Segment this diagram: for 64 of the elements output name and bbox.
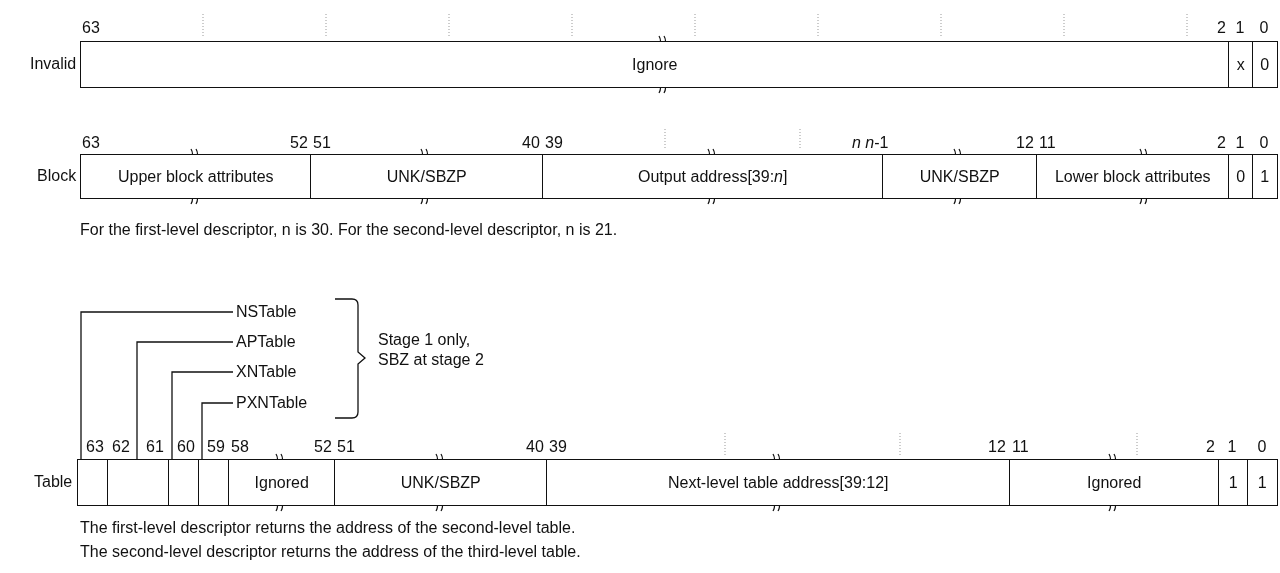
bit-field: 1 [1218, 459, 1249, 506]
bit-field: Next-level table address[39:12] [546, 459, 1011, 506]
bit-field: Ignored [228, 459, 336, 506]
note-text: The first-level descriptor returns the address of the second-level table. [80, 518, 576, 538]
bit-number: 51 [337, 437, 355, 457]
bit-field: UNK/SBZP [310, 154, 544, 199]
bit-number: 12 [988, 437, 1006, 457]
row-label: Block [37, 166, 77, 186]
bit-number: 52 [314, 437, 332, 457]
bit-field: Ignored [1009, 459, 1220, 506]
bit-number: 60 [177, 437, 195, 457]
bit-field: 0 [1252, 41, 1278, 88]
bit-field: Lower block attributes [1036, 154, 1230, 199]
bit-field: x [1228, 41, 1254, 88]
bit-number: 63 [86, 437, 104, 457]
row-label: Invalid [30, 54, 77, 74]
bit-number: 58 [231, 437, 249, 457]
bit-number: 12 [1016, 133, 1034, 153]
bit-number: 1 [1235, 133, 1245, 153]
bit-field: UNK/SBZP [334, 459, 548, 506]
bit-number: 0 [1259, 18, 1269, 38]
field-name: XNTable [236, 362, 297, 382]
bracket-note: Stage 1 only, SBZ at stage 2 [378, 330, 485, 370]
bit-number: 51 [313, 133, 331, 153]
bit-field: Ignore [80, 41, 1230, 88]
leader-line [136, 341, 234, 460]
bit-number: 1 [1227, 437, 1237, 457]
bit-number: 61 [146, 437, 164, 457]
field-name: PXNTable [236, 393, 308, 413]
field-name: NSTable [236, 302, 297, 322]
bit-number: 40 [526, 437, 544, 457]
bit-number: 62 [112, 437, 130, 457]
bit-field: 1 [1252, 154, 1278, 199]
empty-bit-field [77, 459, 109, 506]
bit-number: 0 [1259, 133, 1269, 153]
note-text: For the first-level descriptor, n is 30. For the second-level descriptor, n is 21. [80, 220, 618, 240]
bit-number: n n-1 [852, 133, 889, 153]
bit-number: 0 [1257, 437, 1267, 457]
bit-field: Output address[39:n] [542, 154, 884, 199]
bit-number: 11 [1039, 133, 1056, 153]
bit-field: 0 [1228, 154, 1254, 199]
bit-number: 39 [549, 437, 567, 457]
bit-number: 63 [82, 133, 100, 153]
empty-bit-field [168, 459, 200, 506]
bit-field: 1 [1247, 459, 1278, 506]
bit-number: 52 [290, 133, 308, 153]
row-label: Table [34, 472, 73, 492]
bit-number: 2 [1217, 133, 1226, 153]
empty-bit-field [198, 459, 230, 506]
bit-number: 40 [522, 133, 540, 153]
bit-number: 2 [1206, 437, 1215, 457]
bit-field: UNK/SBZP [882, 154, 1038, 199]
leader-line [80, 311, 234, 460]
leader-line [171, 371, 234, 460]
bit-field: Upper block attributes [80, 154, 312, 199]
bit-number: 11 [1012, 437, 1029, 457]
bit-number: 59 [207, 437, 225, 457]
bit-number: 1 [1235, 18, 1245, 38]
note-text: The second-level descriptor returns the address of the third-level table. [80, 542, 581, 562]
field-name: APTable [236, 332, 296, 352]
leader-line [201, 402, 234, 460]
bit-number: 39 [545, 133, 563, 153]
bit-number: 2 [1217, 18, 1226, 38]
bit-number: 63 [82, 18, 100, 38]
